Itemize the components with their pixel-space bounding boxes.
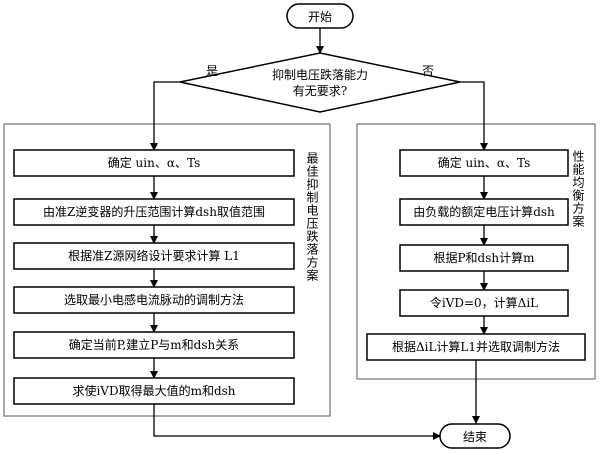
decision-line1: 抑制电压跌落能力 <box>272 67 368 82</box>
arrow-left-end <box>153 404 441 440</box>
right-step-2 <box>399 198 569 226</box>
arrow-no <box>460 81 488 151</box>
no-label: 否 <box>422 64 434 78</box>
right-step-2-label: 由负载的额定电压计算dsh <box>413 204 555 219</box>
left-step-5-label: 确定当前P,建立P与m和dsh关系 <box>69 337 239 352</box>
left-step-4 <box>13 286 295 314</box>
decision-node <box>179 52 461 113</box>
right-step-3-label: 根据P和dsh计算m <box>433 250 535 265</box>
right-step-1 <box>399 149 569 177</box>
left-step-1 <box>13 149 295 177</box>
decision-line2: 有无要求? <box>293 84 347 98</box>
left-step-1-label: 确定 uin、α、Ts <box>108 155 201 170</box>
left-step-4-label: 选取最小电感电流脉动的调制方法 <box>64 292 244 307</box>
left-branch-frame <box>3 123 331 417</box>
left-step-2-label: 由准Z逆变器的升压范围计算dsh取值范围 <box>43 204 265 219</box>
end-node <box>439 423 511 449</box>
right-step-5-label: 根据ΔiL计算L1并选取调制方法 <box>392 339 560 354</box>
left-step-6-label: 求使iVD取得最大值的m和dsh <box>72 383 235 398</box>
start-label: 开始 <box>308 10 332 24</box>
right-step-4 <box>399 289 569 317</box>
left-step-6 <box>13 377 295 405</box>
right-step-1-label: 确定 uin、α、Ts <box>438 155 531 170</box>
right-branch-title: 性能均衡方案 <box>571 150 585 228</box>
right-step-3 <box>399 244 569 272</box>
left-step-2 <box>13 198 295 226</box>
yes-label: 是 <box>206 64 218 78</box>
end-label: 结束 <box>463 430 487 444</box>
left-step-5 <box>13 331 295 359</box>
left-branch-title: 最佳抑制电压跌落方案 <box>305 152 319 282</box>
arrow-yes <box>150 81 180 151</box>
left-step-3-label: 根据准Z源网络设计要求计算 L1 <box>68 248 240 263</box>
right-step-4-label: 令iVD=0，计算ΔiL <box>430 295 538 310</box>
